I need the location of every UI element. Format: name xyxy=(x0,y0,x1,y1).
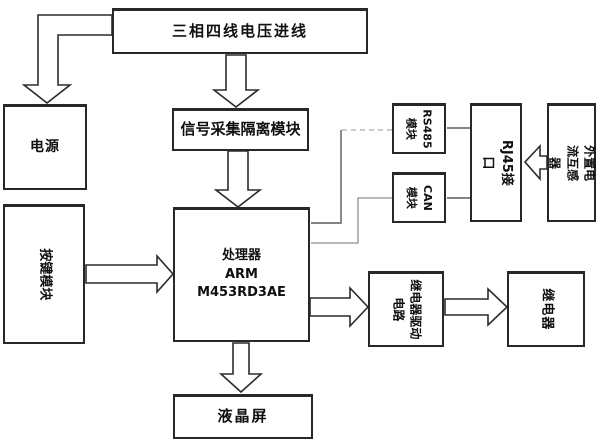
block-rj45-port-label: RJ45接口 xyxy=(480,140,514,186)
block-can-module-label: CAN 模块 xyxy=(404,185,434,211)
arrow-relay-driver-to-relay xyxy=(444,287,509,327)
block-rs485-module: RS485 模块 xyxy=(392,103,446,154)
arrow-processor-to-lcd xyxy=(218,342,264,394)
block-mains-input-label: 三相四线电压进线 xyxy=(171,21,308,40)
block-relay-label: 继电器 xyxy=(539,288,555,331)
block-rj45-port: RJ45接口 xyxy=(470,103,522,222)
block-rs485-module-label: RS485 模块 xyxy=(404,109,434,149)
line-can-to-processor xyxy=(311,197,392,244)
line-rs485-to-processor xyxy=(311,130,342,224)
block-relay-driver: 继电器驱动 电路 xyxy=(368,271,444,347)
block-current-transformer-label: 外置电流互感器 xyxy=(547,144,597,181)
block-processor: 处理器 ARM M453RD3AE xyxy=(173,207,310,342)
block-lcd-screen-label: 液晶屏 xyxy=(217,407,269,426)
block-relay-driver-label: 继电器驱动 电路 xyxy=(390,279,423,340)
block-power-supply: 电源 xyxy=(3,104,87,190)
block-keypad-label: 按键模块 xyxy=(37,248,53,301)
arrow-keypad-to-processor xyxy=(85,253,175,295)
block-keypad: 按键模块 xyxy=(3,204,85,344)
block-processor-label: 处理器 ARM M453RD3AE xyxy=(197,247,286,301)
block-mains-input: 三相四线电压进线 xyxy=(112,8,368,54)
arrow-ct-to-rj45 xyxy=(523,143,548,182)
block-current-transformer: 外置电流互感器 xyxy=(547,103,597,222)
arrow-mains-to-power xyxy=(21,14,113,105)
block-can-module: CAN 模块 xyxy=(392,172,446,223)
block-lcd-screen: 液晶屏 xyxy=(173,394,313,439)
block-relay: 继电器 xyxy=(507,271,585,347)
block-signal-isolation: 信号采集隔离模块 xyxy=(172,108,309,151)
arrow-signal-to-processor xyxy=(213,150,263,209)
block-power-supply-label: 电源 xyxy=(30,139,60,156)
arrow-mains-to-signal xyxy=(211,54,261,109)
arrow-processor-to-relay-driver xyxy=(309,285,370,329)
block-signal-isolation-label: 信号采集隔离模块 xyxy=(180,120,301,139)
